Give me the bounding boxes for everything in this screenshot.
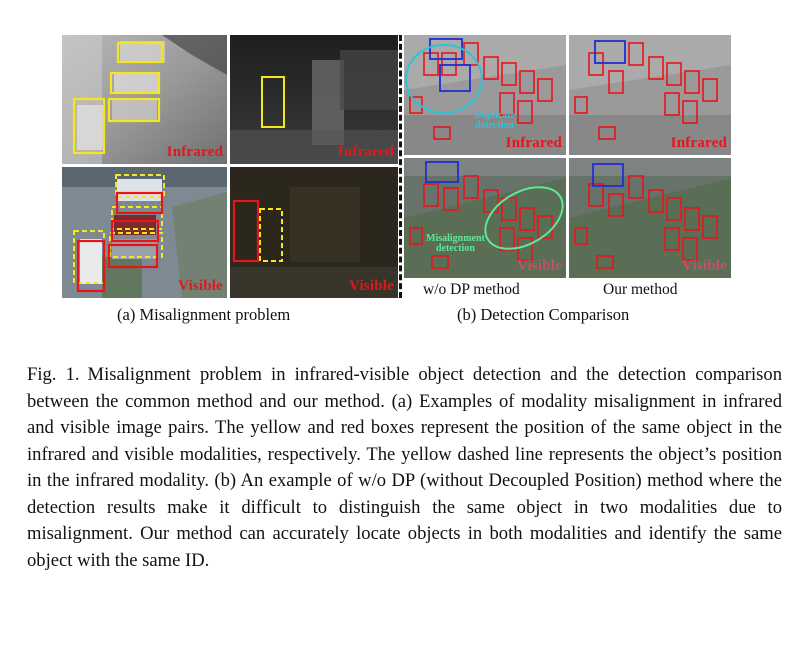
visible-label: Visible (177, 278, 223, 294)
misalignment-detection-callout: Misalignment detection (426, 234, 485, 254)
infrared-label: Infrared (166, 144, 223, 160)
wodp-infrared-image (404, 35, 566, 155)
panel-a-visible-aerial: Visible (62, 167, 227, 298)
method-label-ours: Our method (603, 281, 678, 298)
subcaption-a: (a) Misalignment problem (117, 305, 291, 324)
duplicate-detection-callout: Duplicate detection (474, 111, 515, 131)
ours-visible-image (569, 158, 731, 278)
infrared-aerial-image (62, 35, 227, 164)
panel-a-infrared-street: Infrared (230, 35, 398, 164)
visible-aerial-image (62, 167, 227, 298)
figure-caption: Fig. 1.Misalignment problem in infrared-… (27, 362, 782, 574)
panel-b-ours-infrared: Infrared (569, 35, 731, 155)
figure-number: Fig. 1. (27, 364, 80, 385)
misalignment-callout-line2: detection (436, 243, 475, 254)
panel-a-infrared-aerial: Infrared (62, 35, 227, 164)
duplicate-callout-line1: Duplicate (474, 110, 516, 121)
infrared-label: Infrared (337, 144, 394, 160)
duplicate-callout-line2: detection (475, 120, 514, 131)
visible-label: Visible (681, 258, 727, 274)
panel-divider (399, 35, 402, 298)
panel-b-wodp-infrared: Duplicate detection Infrared (404, 35, 566, 155)
visible-label: Visible (516, 258, 562, 274)
method-label-without-dp: w/o DP method (423, 281, 520, 298)
subcaption-b: (b) Detection Comparison (457, 305, 630, 324)
panel-a-visible-street: Visible (230, 167, 398, 298)
visible-label: Visible (348, 278, 394, 294)
infrared-label: Infrared (505, 135, 562, 151)
wodp-visible-image (404, 158, 566, 278)
infrared-street-image (230, 35, 398, 164)
ours-infrared-image (569, 35, 731, 155)
misalignment-callout-line1: Misalignment (426, 233, 485, 244)
visible-street-image (230, 167, 398, 298)
infrared-label: Infrared (670, 135, 727, 151)
panel-b-ours-visible: Visible (569, 158, 731, 278)
figure-caption-text: Misalignment problem in infrared-visible… (27, 364, 782, 571)
panel-b-wodp-visible: Misalignment detection Visible (404, 158, 566, 278)
